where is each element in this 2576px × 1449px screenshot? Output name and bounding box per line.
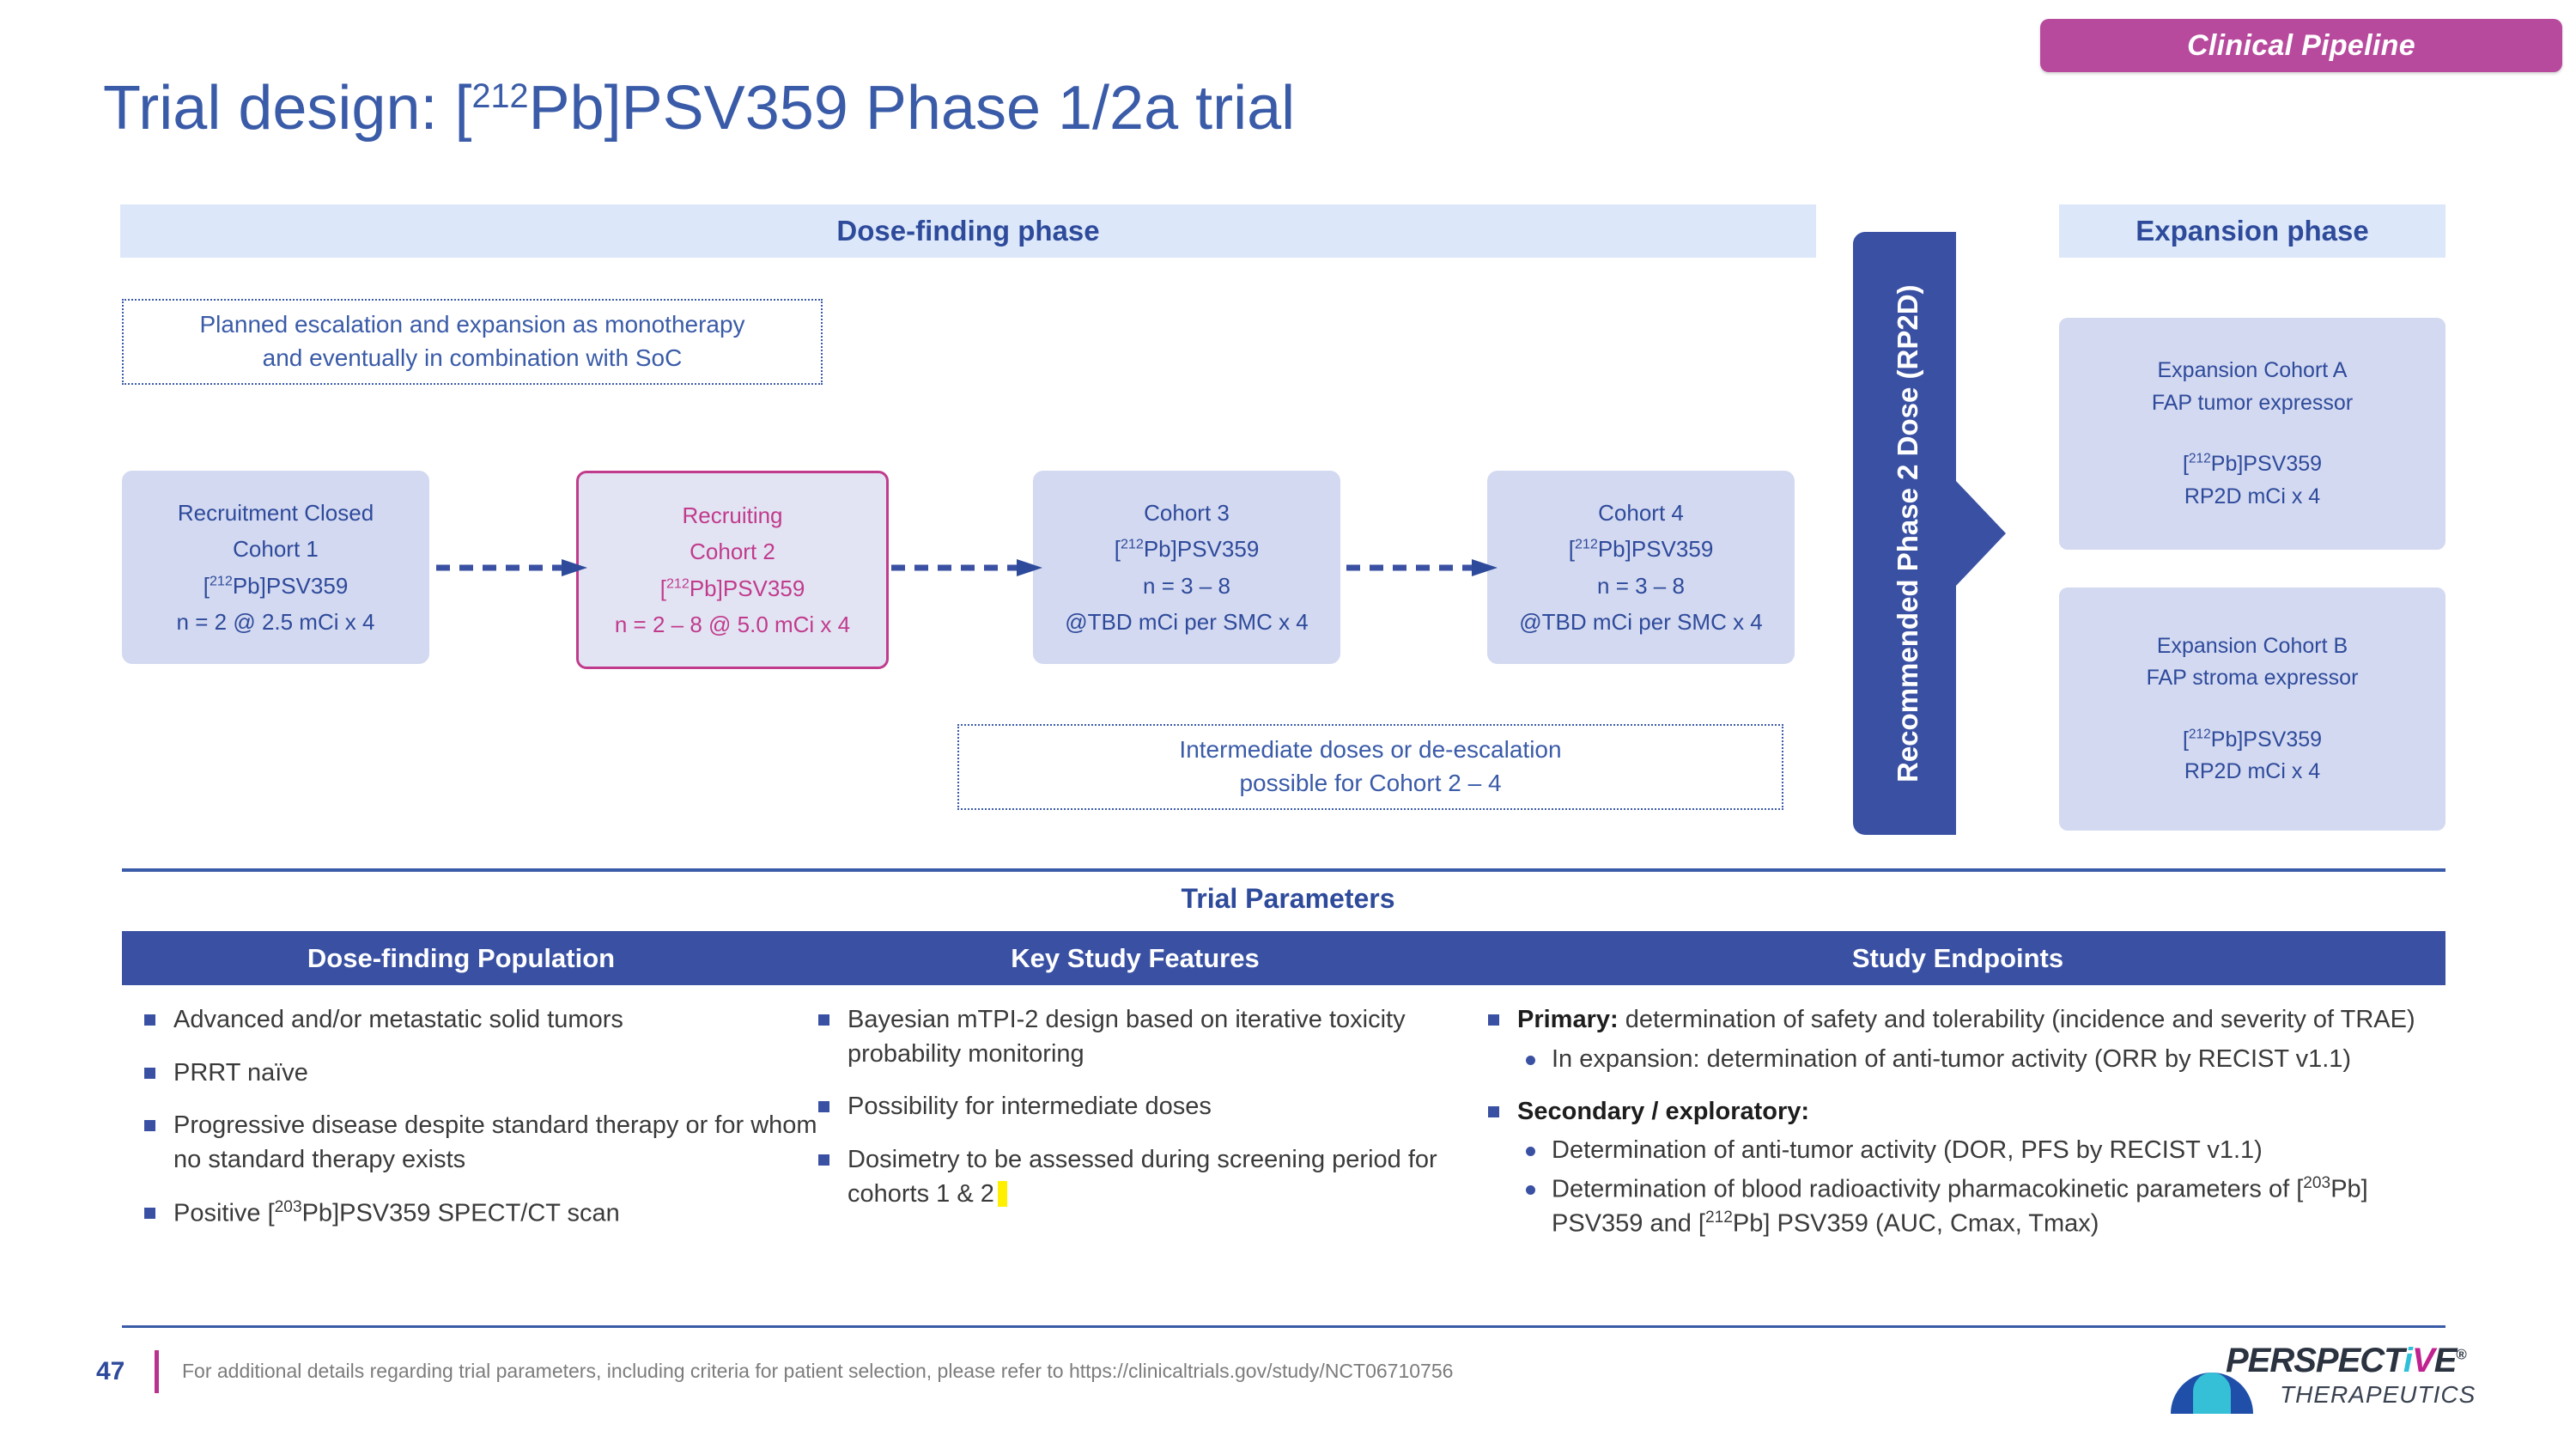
expansion-cohort-b-dose: RP2D mCi x 4 — [2184, 759, 2321, 783]
rp2d-arrow-block: Recommended Phase 2 Dose (RP2D) — [1850, 232, 2009, 835]
expansion-cohort-b-drug: [212Pb]PSV359 — [2182, 727, 2323, 752]
cohort-1-status: Recruitment Closed — [177, 500, 374, 527]
column-header-dose-finding-population: Dose-finding Population — [307, 942, 616, 973]
cohort-4-drug: [212Pb]PSV359 — [1568, 536, 1714, 563]
cohort-4-n: n = 3 – 8 — [1597, 572, 1685, 599]
flow-arrow-icon-3 — [1346, 559, 1498, 576]
expansion-cohort-a-type: FAP tumor expressor — [2151, 390, 2354, 415]
cohort-3-box[interactable]: Cohort 3 [212Pb]PSV359 n = 3 – 8 @TBD mC… — [1033, 471, 1340, 664]
page-title-pre: Trial design: [ — [103, 74, 472, 143]
list-item-primary: Primary: determination of safety and tol… — [1481, 1003, 2460, 1076]
yellow-highlight-marker — [997, 1180, 1007, 1207]
section-badge-label: Clinical Pipeline — [2187, 28, 2415, 62]
list-item: Progressive disease despite standard the… — [137, 1109, 824, 1177]
planned-escalation-note-line1: Planned escalation and expansion as mono… — [199, 311, 745, 338]
list-item: Bayesian mTPI-2 design based on iterativ… — [811, 1003, 1473, 1071]
secondary-label: Secondary / exploratory: — [1517, 1097, 1810, 1125]
intermediate-doses-note-line2: possible for Cohort 2 – 4 — [1239, 770, 1502, 796]
page-number: 47 — [96, 1357, 125, 1385]
rp2d-arrow-shape-icon — [1853, 232, 2006, 835]
list-item: Positive [203Pb]PSV359 SPECT/CT scan — [137, 1196, 824, 1231]
dose-finding-phase-header: Dose-finding phase — [120, 204, 1816, 258]
primary-text: determination of safety and tolerability… — [1618, 1006, 2415, 1033]
primary-label: Primary: — [1517, 1006, 1619, 1033]
footer-note: For additional details regarding trial p… — [182, 1360, 1454, 1382]
sub-list-item: Determination of blood radioactivity pha… — [1517, 1172, 2460, 1240]
cohort-1-drug: [212Pb]PSV359 — [203, 572, 349, 599]
column-header-study-endpoints: Study Endpoints — [1851, 942, 2064, 973]
expansion-cohort-a-box[interactable]: Expansion Cohort A FAP tumor expressor [… — [2059, 318, 2445, 550]
intermediate-doses-note-line1: Intermediate doses or de-escalation — [1179, 736, 1562, 764]
divider-top — [122, 868, 2445, 872]
cohort-2-box[interactable]: Recruiting Cohort 2 [212Pb]PSV359 n = 2 … — [576, 471, 889, 669]
expansion-cohort-a-name: Expansion Cohort A — [2157, 358, 2348, 382]
expansion-phase-label: Expansion phase — [2136, 215, 2369, 247]
list-item-secondary: Secondary / exploratory: Determination o… — [1481, 1095, 2460, 1241]
list-item: PRRT naïve — [137, 1056, 824, 1091]
expansion-cohort-a-dose: RP2D mCi x 4 — [2184, 484, 2321, 508]
cohort-3-n: n = 3 – 8 — [1143, 572, 1230, 599]
page-title: Trial design: [212Pb]PSV359 Phase 1/2a t… — [103, 73, 1295, 143]
cohort-3-dose: @TBD mCi per SMC x 4 — [1065, 608, 1309, 635]
sub-list-item: In expansion: determination of anti-tumo… — [1517, 1043, 2460, 1076]
expansion-cohort-b-box[interactable]: Expansion Cohort B FAP stroma expressor … — [2059, 588, 2445, 831]
planned-escalation-note-line2: and eventually in combination with SoC — [262, 344, 683, 371]
planned-escalation-note: Planned escalation and expansion as mono… — [122, 299, 823, 385]
intermediate-doses-note: Intermediate doses or de-escalation poss… — [957, 724, 1783, 810]
expansion-cohort-b-type: FAP stroma expressor — [2146, 666, 2359, 690]
logo-subtitle: THERAPEUTICS — [2280, 1381, 2476, 1408]
cohort-2-drug: [212Pb]PSV359 — [659, 575, 805, 601]
cohort-2-name: Cohort 2 — [690, 539, 775, 565]
cohort-2-status: Recruiting — [682, 502, 783, 529]
list-item: Possibility for intermediate doses — [811, 1090, 1473, 1124]
page-title-sup: 212 — [471, 77, 529, 115]
flow-arrow-icon-2 — [891, 559, 1042, 576]
cohort-1-name: Cohort 1 — [233, 536, 319, 563]
column-header-key-study-features: Key Study Features — [1011, 942, 1260, 973]
cohort-4-dose: @TBD mCi per SMC x 4 — [1519, 608, 1763, 635]
cohort-1-box[interactable]: Recruitment Closed Cohort 1 [212Pb]PSV35… — [122, 471, 429, 664]
cohort-3-drug: [212Pb]PSV359 — [1114, 536, 1260, 563]
page-title-post: Pb]PSV359 Phase 1/2a trial — [528, 74, 1296, 143]
flow-arrow-icon-1 — [436, 559, 587, 576]
dose-finding-phase-label: Dose-finding phase — [836, 215, 1100, 247]
sub-list-item: Determination of anti-tumor activity (DO… — [1517, 1134, 2460, 1167]
cohort-4-name: Cohort 4 — [1598, 500, 1684, 527]
cohort-1-dose: n = 2 @ 2.5 mCi x 4 — [176, 608, 375, 635]
perspective-logo-icon — [2171, 1373, 2253, 1414]
cohort-4-box[interactable]: Cohort 4 [212Pb]PSV359 n = 3 – 8 @TBD mC… — [1487, 471, 1795, 664]
trial-parameters-header-row: Dose-finding Population Key Study Featur… — [122, 931, 2445, 985]
expansion-phase-header: Expansion phase — [2059, 204, 2445, 258]
key-study-features-list: Bayesian mTPI-2 design based on iterativ… — [811, 1003, 1473, 1231]
cohort-2-dose: n = 2 – 8 @ 5.0 mCi x 4 — [614, 611, 851, 637]
list-item: Dosimetry to be assessed during screenin… — [811, 1143, 1473, 1211]
expansion-cohort-b-name: Expansion Cohort B — [2156, 633, 2348, 658]
divider-bottom — [122, 1325, 2445, 1328]
trial-parameters-title: Trial Parameters — [1181, 883, 1395, 914]
expansion-cohort-a-drug: [212Pb]PSV359 — [2182, 451, 2323, 476]
study-endpoints-list: Primary: determination of safety and tol… — [1481, 1003, 2460, 1259]
footer-separator — [155, 1350, 159, 1393]
cohort-3-name: Cohort 3 — [1144, 500, 1230, 527]
logo-wordmark: PERSPECTiVE® — [2226, 1342, 2467, 1379]
list-item: Advanced and/or metastatic solid tumors — [137, 1003, 824, 1038]
section-badge: Clinical Pipeline — [2040, 19, 2562, 72]
dose-finding-population-list: Advanced and/or metastatic solid tumors … — [137, 1003, 824, 1250]
